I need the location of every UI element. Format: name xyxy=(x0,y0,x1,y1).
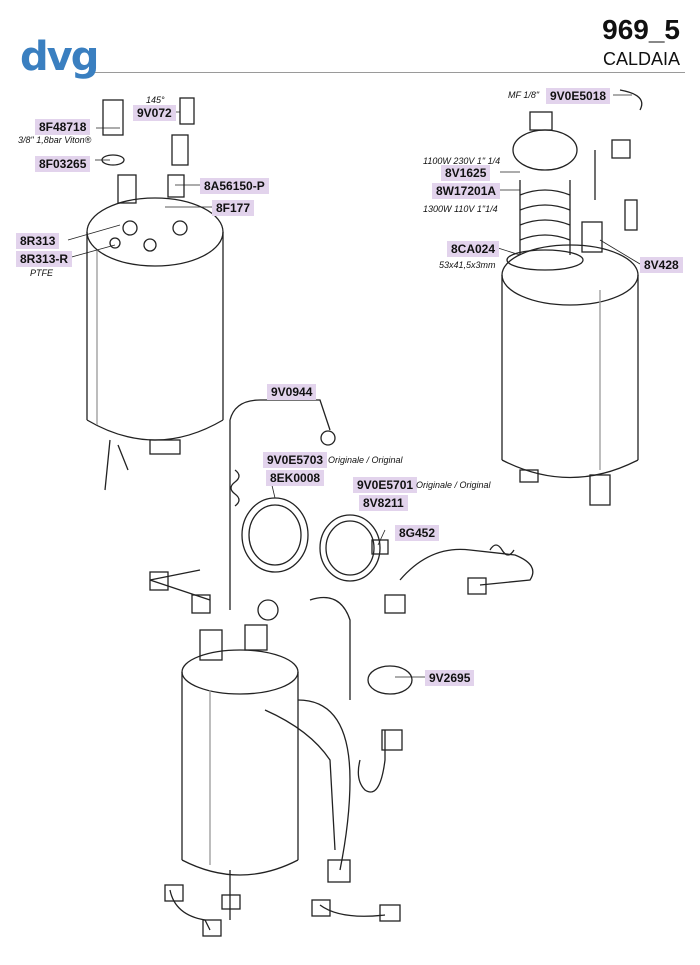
gasket-size-note: 53x41,5x3mm xyxy=(439,260,496,270)
part-label[interactable]: 8V1625 xyxy=(441,165,491,181)
original-note: Originale / Original xyxy=(328,455,403,465)
part-label[interactable]: 9V0944 xyxy=(267,384,317,400)
part-label[interactable]: 8CA024 xyxy=(447,241,500,257)
ptfe-note: PTFE xyxy=(30,268,54,278)
part-label[interactable]: 8EK0008 xyxy=(266,470,325,486)
original-note: Originale / Original xyxy=(416,480,491,490)
boiler-bottom xyxy=(149,569,413,937)
part-label[interactable]: 8F177 xyxy=(212,200,255,216)
angle-note: 145° xyxy=(146,95,165,105)
header-divider xyxy=(95,72,685,73)
part-label[interactable]: 8V8211 xyxy=(359,495,408,511)
heater-110-note: 1300W 110V 1"1/4 xyxy=(423,204,498,214)
part-label[interactable]: 8F03265 xyxy=(35,156,91,172)
part-label[interactable]: 8R313 xyxy=(16,233,60,249)
mf-note: MF 1/8" xyxy=(508,90,540,100)
part-label[interactable]: 8W17201A xyxy=(432,183,501,199)
part-label[interactable]: 8F48718 xyxy=(35,119,91,135)
part-label[interactable]: 9V0E5703 xyxy=(263,452,328,468)
heater-230-note: 1100W 230V 1" 1/4 xyxy=(423,156,501,166)
part-label[interactable]: 9V072 xyxy=(133,105,176,121)
part-label[interactable]: 8A56150-P xyxy=(200,178,269,194)
boiler-top-left xyxy=(86,97,224,491)
page-subtitle: CALDAIA xyxy=(602,49,680,69)
part-label[interactable]: 9V0E5701 xyxy=(353,477,418,493)
part-label[interactable]: 8R313-R xyxy=(16,251,73,267)
brand-logo: dvg xyxy=(20,34,99,80)
boiler-top-right xyxy=(501,89,643,506)
part-label[interactable]: 8V428 xyxy=(640,257,683,273)
page-code: 969_5 xyxy=(602,14,680,45)
part-label[interactable]: 8G452 xyxy=(395,525,440,541)
part-label[interactable]: 9V2695 xyxy=(425,670,475,686)
part-label[interactable]: 9V0E5018 xyxy=(546,88,611,104)
valve-spec-note: 3/8" 1,8bar Viton® xyxy=(18,135,92,145)
